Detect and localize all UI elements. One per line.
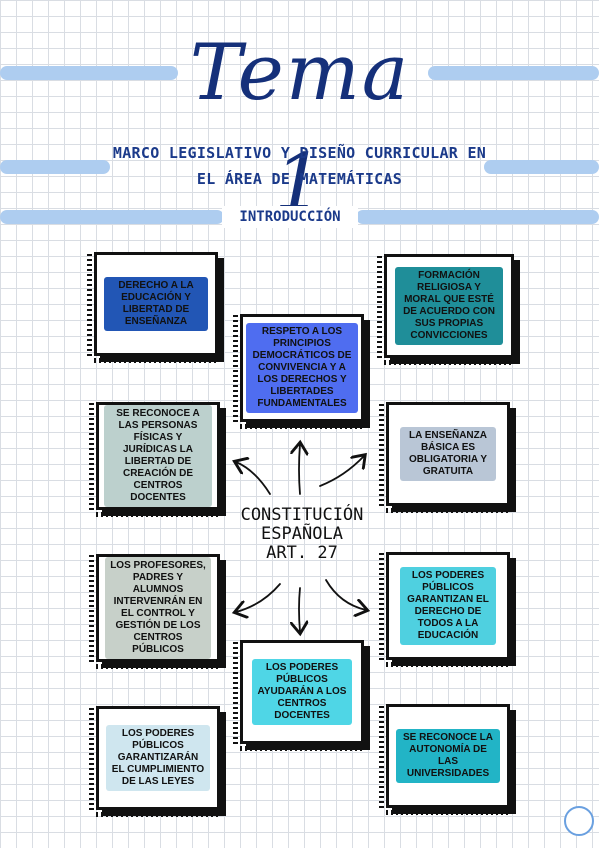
center-line-3: ART. 27 bbox=[266, 543, 338, 563]
card-profesores-padres: LOS PROFESORES, PADRES Y ALUMNOS INTERVE… bbox=[89, 554, 220, 669]
card-autonomia-universidades: SE RECONOCE LA AUTONOMÍA DE LAS UNIVERSI… bbox=[379, 704, 510, 815]
corner-circle bbox=[564, 806, 594, 836]
card-label: LA ENSEÑANZA BÁSICA ES OBLIGATORIA Y GRA… bbox=[400, 427, 496, 481]
arrow-down-right bbox=[325, 579, 366, 610]
card-label: LOS PODERES PÚBLICOS AYUDARÁN A LOS CENT… bbox=[252, 659, 352, 725]
arrow-up-left bbox=[236, 462, 271, 495]
subtitle-line-2: EL ÁREA DE MATEMÁTICAS bbox=[196, 170, 403, 188]
card-label: LOS PODERES PÚBLICOS GARANTIZARÁN EL CUM… bbox=[106, 725, 210, 791]
card-cumplimiento-leyes: LOS PODERES PÚBLICOS GARANTIZARÁN EL CUM… bbox=[89, 706, 220, 817]
card-label: DERECHO A LA EDUCACIÓN Y LIBERTAD DE ENS… bbox=[104, 277, 208, 331]
card-label: LOS PODERES PÚBLICOS GARANTIZAN EL DEREC… bbox=[400, 567, 496, 645]
card-label: FORMACIÓN RELIGIOSA Y MORAL QUE ESTÉ DE … bbox=[395, 267, 503, 345]
card-respeto-principios: RESPETO A LOS PRINCIPIOS DEMOCRÁTICOS DE… bbox=[233, 314, 364, 429]
subtitle-line-1: MARCO LEGISLATIVO Y DISEÑO CURRICULAR EN bbox=[112, 144, 487, 162]
constitucion-label: CONSTITUCIÓN ESPAÑOLA ART. 27 bbox=[222, 506, 382, 563]
section-stripe-right bbox=[356, 210, 599, 224]
section-stripe-left bbox=[0, 210, 224, 224]
card-poderes-garantizan: LOS PODERES PÚBLICOS GARANTIZAN EL DEREC… bbox=[379, 552, 510, 667]
card-ensenanza-basica: LA ENSEÑANZA BÁSICA ES OBLIGATORIA Y GRA… bbox=[379, 402, 510, 513]
subtitle-stripe-left bbox=[0, 160, 110, 174]
card-label: SE RECONOCE LA AUTONOMÍA DE LAS UNIVERSI… bbox=[396, 729, 500, 783]
card-label: SE RECONOCE A LAS PERSONAS FÍSICAS Y JUR… bbox=[104, 405, 212, 507]
header-stripe-right bbox=[428, 66, 599, 80]
arrow-up-right bbox=[319, 456, 364, 487]
card-label: LOS PROFESORES, PADRES Y ALUMNOS INTERVE… bbox=[105, 557, 211, 659]
card-label: RESPETO A LOS PRINCIPIOS DEMOCRÁTICOS DE… bbox=[246, 323, 358, 413]
section-heading: INTRODUCCIÓN bbox=[222, 206, 358, 228]
center-line-1: CONSTITUCIÓN bbox=[240, 505, 364, 525]
header-stripe-left bbox=[0, 66, 178, 80]
center-line-2: ESPAÑOLA bbox=[261, 524, 343, 544]
card-poderes-ayudaran: LOS PODERES PÚBLICOS AYUDARÁN A LOS CENT… bbox=[233, 640, 364, 751]
card-derecho-educacion: DERECHO A LA EDUCACIÓN Y LIBERTAD DE ENS… bbox=[87, 252, 218, 363]
card-formacion-religiosa: FORMACIÓN RELIGIOSA Y MORAL QUE ESTÉ DE … bbox=[377, 254, 514, 365]
arrow-down bbox=[299, 587, 300, 632]
arrow-up bbox=[299, 444, 300, 495]
arrow-down-left bbox=[236, 583, 281, 612]
subtitle-stripe-right bbox=[484, 160, 599, 174]
card-libertad-creacion: SE RECONOCE A LAS PERSONAS FÍSICAS Y JUR… bbox=[89, 402, 220, 517]
